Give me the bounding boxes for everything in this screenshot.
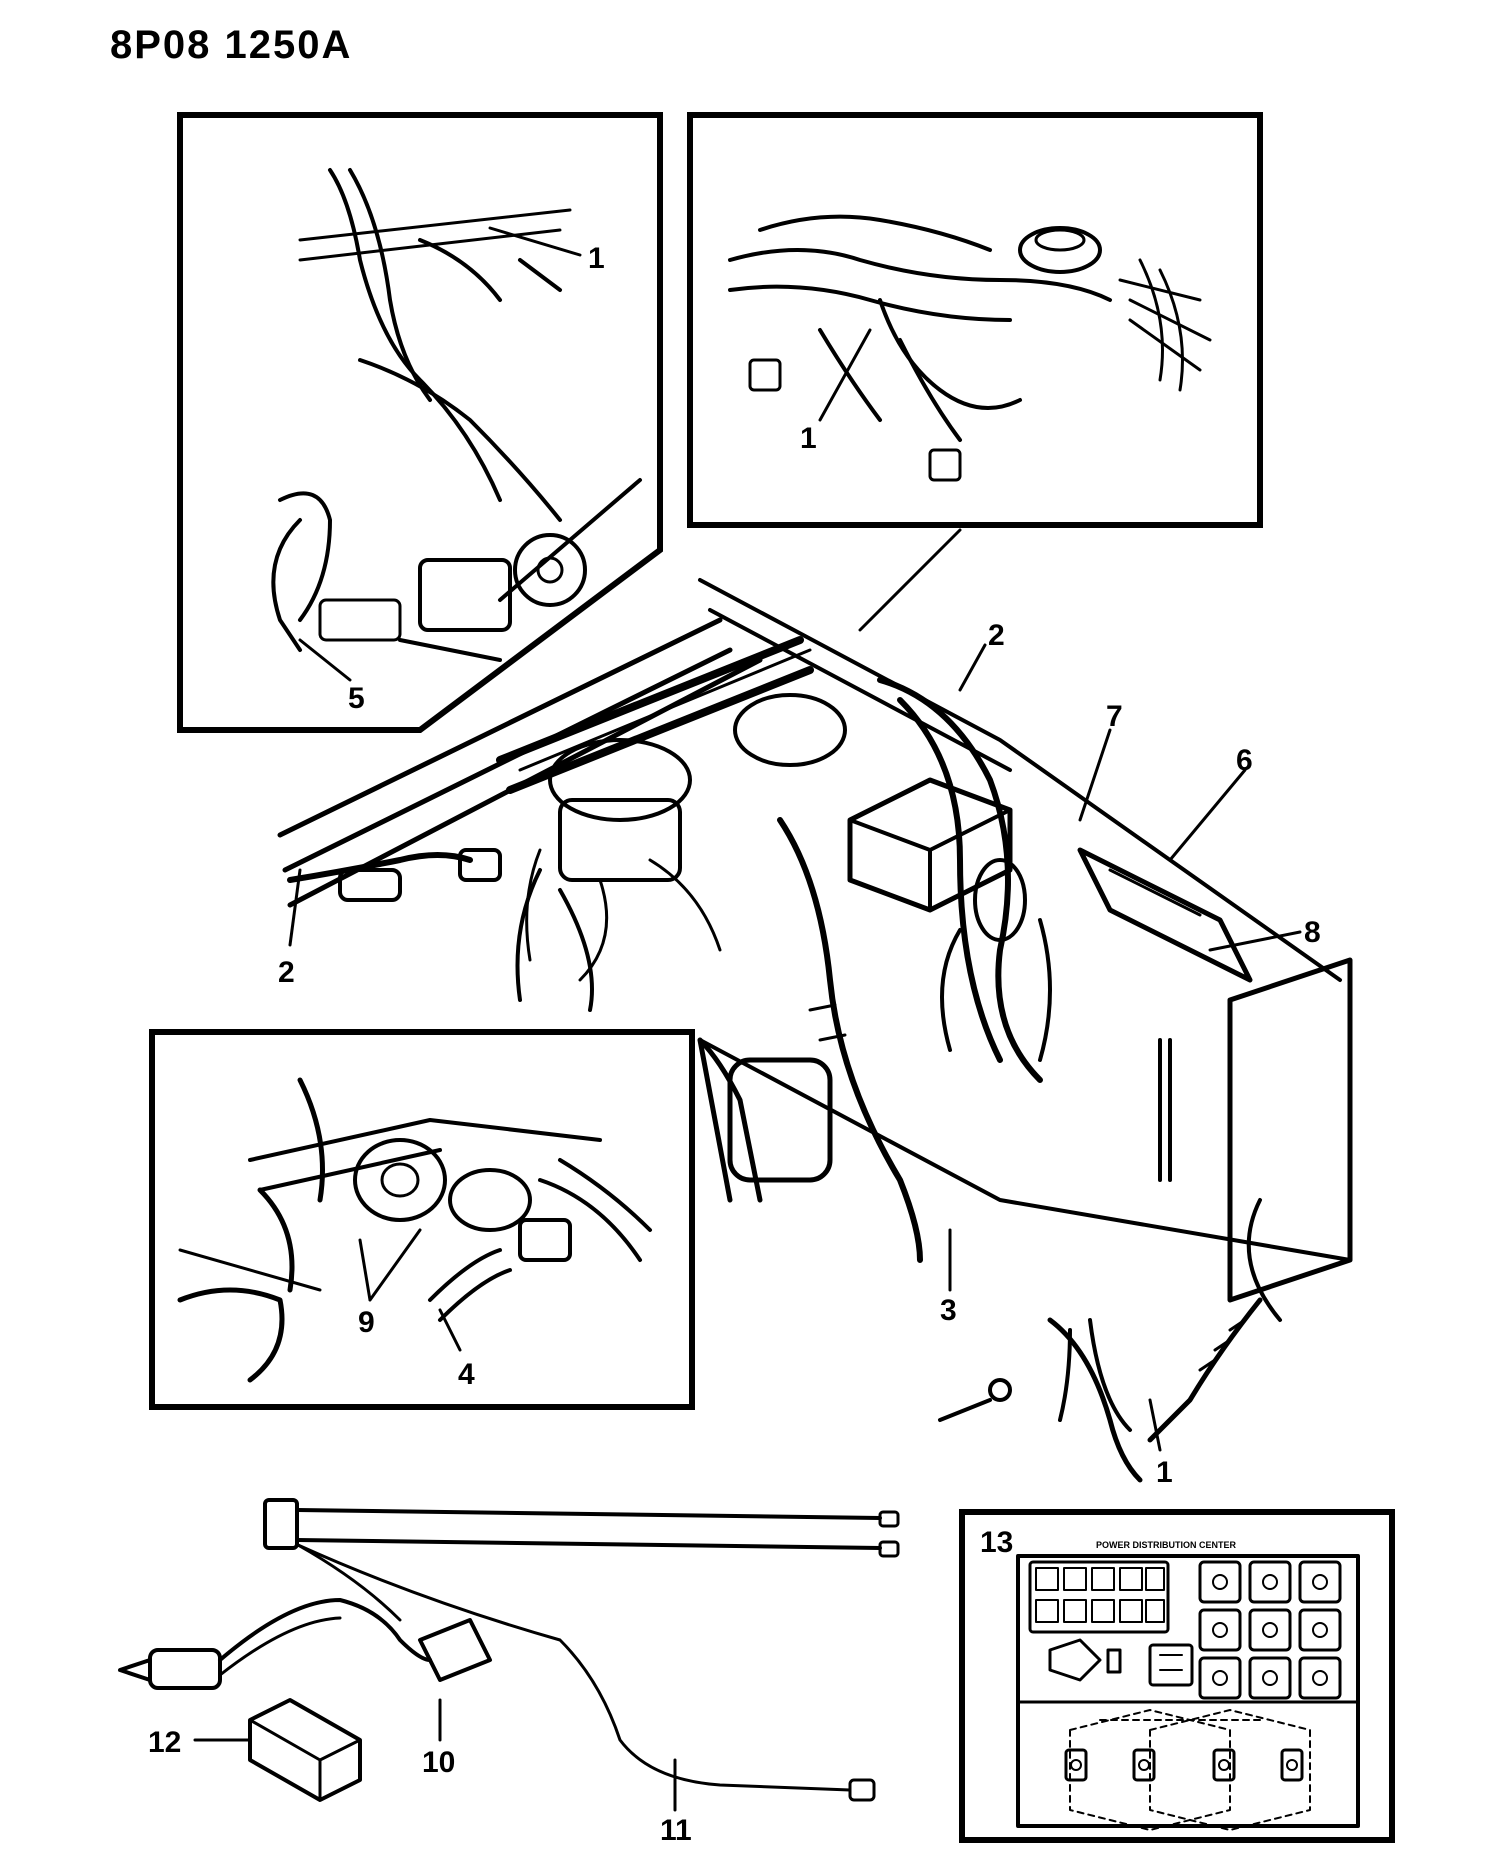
callout-7: 7 bbox=[1106, 700, 1123, 733]
inset-middle-left: 9 4 bbox=[149, 1029, 695, 1410]
fuse-block bbox=[1028, 1560, 1170, 1634]
part-11-harness: 11 bbox=[263, 1498, 900, 1847]
callout-1-inset-top-left: 1 bbox=[588, 242, 605, 275]
callout-8: 8 bbox=[1304, 916, 1321, 949]
callout-5-inset-top-left: 5 bbox=[348, 682, 365, 715]
callout-6: 6 bbox=[1236, 744, 1253, 777]
callout-2-main-top: 2 bbox=[988, 619, 1005, 652]
callout-12: 12 bbox=[148, 1726, 181, 1759]
callout-13: 13 bbox=[980, 1526, 1013, 1559]
inset-top-left: 1 5 bbox=[177, 112, 663, 733]
callout-3: 3 bbox=[940, 1294, 957, 1327]
callout-1-main-bottom: 1 bbox=[1156, 1456, 1173, 1489]
callout-2-main-left: 2 bbox=[278, 956, 295, 989]
callout-1-inset-top-right: 1 bbox=[800, 422, 817, 455]
callout-11: 11 bbox=[660, 1814, 692, 1847]
main-engine-compartment-illustration bbox=[277, 578, 1353, 1483]
relay-grid bbox=[1198, 1560, 1342, 1700]
pdc-caption: POWER DISTRIBUTION CENTER bbox=[1096, 1540, 1237, 1550]
reference-code: 8P08 1250A bbox=[110, 23, 352, 67]
main-callouts: 2 2 7 6 8 3 1 bbox=[278, 619, 1321, 1489]
part-13-power-distribution-center: 13 POWER DISTRIBUTION CENTER bbox=[959, 1509, 1395, 1843]
callout-4: 4 bbox=[458, 1358, 475, 1391]
inset-top-right: 1 bbox=[687, 112, 1263, 528]
part-10-oxygen-sensor: 10 bbox=[118, 1598, 492, 1779]
part-12-module: 12 bbox=[148, 1698, 362, 1802]
callout-10: 10 bbox=[422, 1746, 455, 1779]
callout-9: 9 bbox=[358, 1306, 375, 1339]
